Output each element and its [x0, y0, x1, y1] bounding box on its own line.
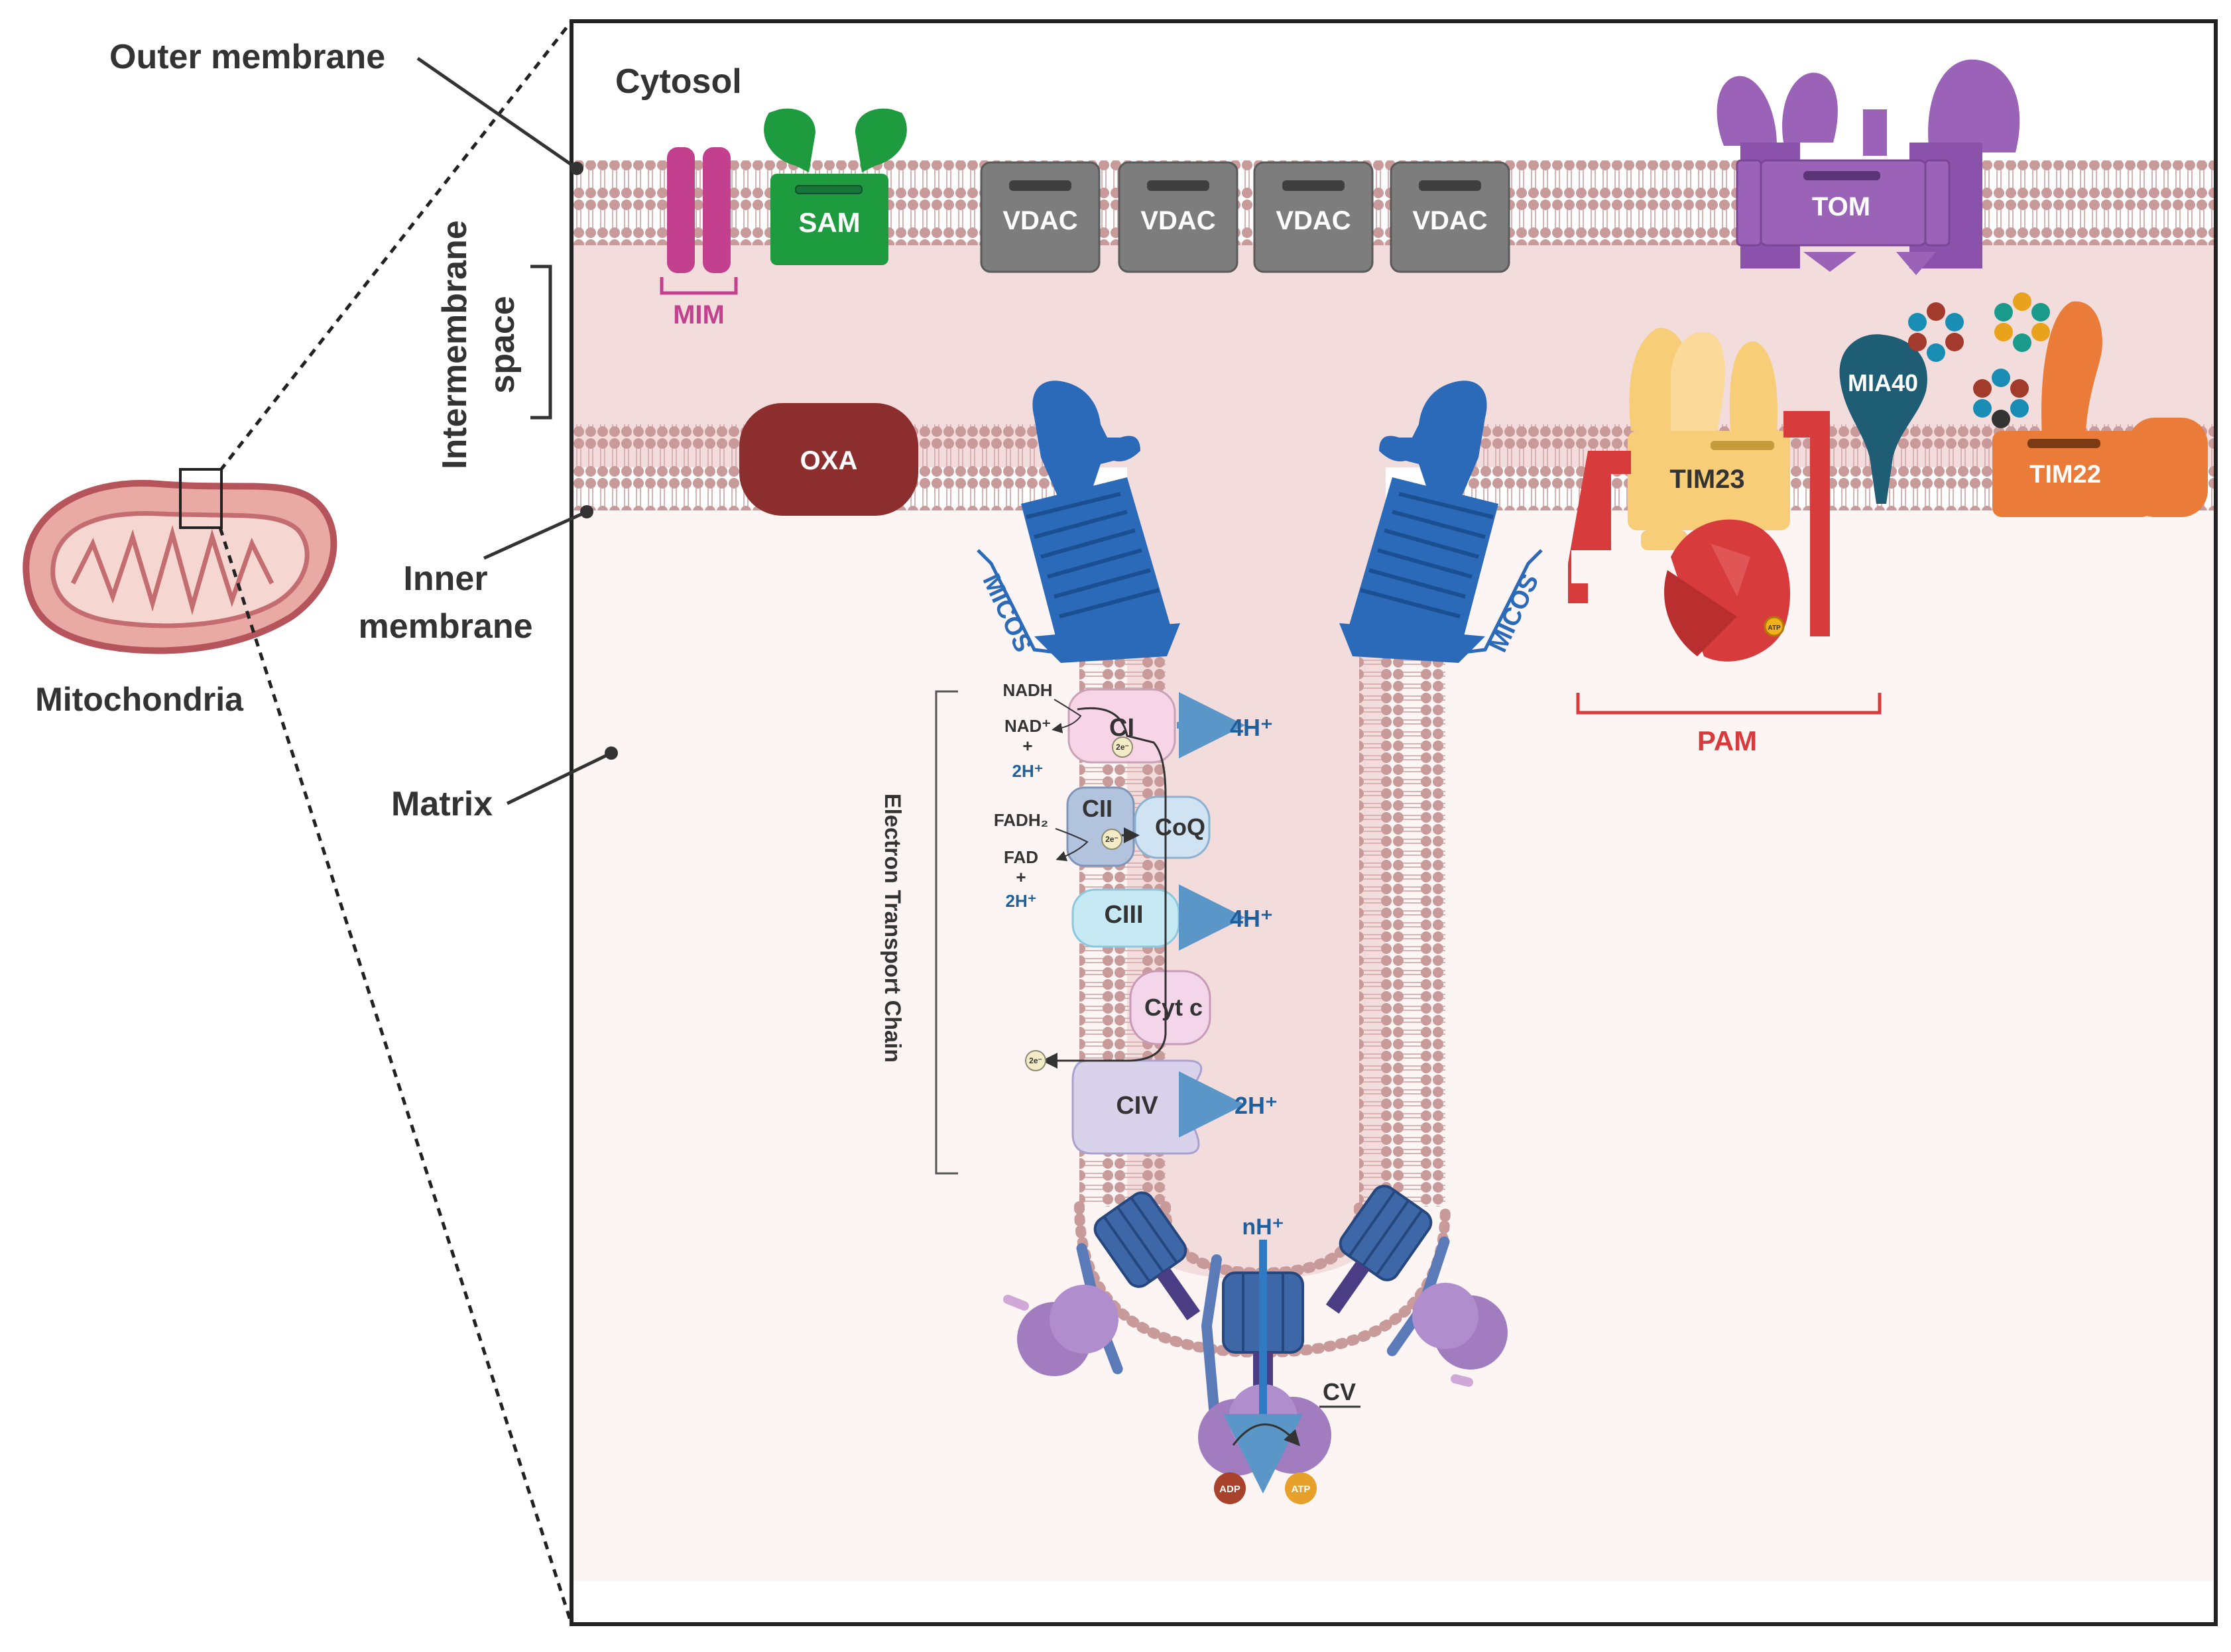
atp-synthase-center — [1198, 1240, 1331, 1494]
cytosol-label: Cytosol — [615, 62, 742, 101]
sam-protein — [764, 108, 907, 265]
fad-label: FAD — [1004, 847, 1038, 867]
etc-title: Electron Transport Chain — [880, 794, 905, 1063]
tom-protein — [1717, 59, 2020, 275]
fadh2-label: FADH₂ — [994, 810, 1048, 830]
nad-label: NAD⁺ — [1004, 716, 1051, 736]
mitochondria-label: Mitochondria — [35, 681, 244, 718]
electron-token-3: 2e⁻ — [1025, 1050, 1046, 1071]
atp-synthase-left — [1003, 1191, 1201, 1376]
mia40-label: MIA40 — [1848, 369, 1918, 396]
ci-proton-label: 4H⁺ — [1230, 714, 1273, 741]
atp-synthase-right — [1325, 1185, 1508, 1387]
etc-bracket — [935, 690, 958, 1175]
electron-token-1: 2e⁻ — [1112, 737, 1133, 758]
svg-text:ADP: ADP — [1219, 1484, 1240, 1495]
crista-wall-right — [1359, 636, 1445, 1207]
intermembrane-label-line1: Intermembrane — [436, 220, 474, 469]
tim23-label: TIM23 — [1669, 465, 1744, 494]
svg-text:ATP: ATP — [1292, 1484, 1311, 1495]
inner-membrane-label-line1: Inner — [403, 560, 487, 598]
tom-label: TOM — [1812, 192, 1870, 221]
atp-token: ATP — [1285, 1472, 1317, 1504]
pam-atp-icon: ATP — [1764, 616, 1785, 637]
cytochrome-c — [1129, 970, 1211, 1045]
small-tim-rings — [1908, 292, 2050, 428]
mim-protein — [660, 147, 738, 295]
vdac-label-4: VDAC — [1412, 206, 1487, 235]
sam-label: SAM — [798, 207, 860, 238]
tim22-protein — [1992, 301, 2208, 517]
electron-path — [1042, 707, 1167, 1069]
mia40-protein — [1839, 334, 1927, 504]
tim22-label: TIM22 — [2029, 461, 2101, 489]
svg-text:2e⁻: 2e⁻ — [1116, 742, 1129, 752]
fad-plus: + — [1016, 867, 1026, 887]
vdac-label-1: VDAC — [1002, 206, 1077, 235]
cv-proton-label: nH⁺ — [1242, 1214, 1284, 1240]
nad-2h-label: 2H⁺ — [1012, 761, 1044, 781]
pam-label: PAM — [1697, 725, 1757, 756]
micos-complex-left — [977, 381, 1180, 663]
cv-label: CV — [1323, 1378, 1356, 1405]
fad-2h-label: 2H⁺ — [1006, 891, 1037, 911]
svg-text:ATP: ATP — [1768, 624, 1781, 632]
oxa-protein — [739, 403, 918, 516]
civ-proton-label: 2H⁺ — [1235, 1092, 1278, 1119]
inner-membrane-label-line2: membrane — [359, 607, 533, 646]
vdac-channels — [980, 161, 1510, 273]
coq-label: CoQ — [1155, 813, 1205, 841]
complex-iv-label: CIV — [1116, 1092, 1158, 1120]
micos-complex-right — [1339, 381, 1543, 663]
cytc-label: Cyt c — [1144, 994, 1203, 1021]
mitochondrion-icon — [23, 468, 337, 654]
oxa-label: OXA — [800, 446, 858, 475]
svg-text:2e⁻: 2e⁻ — [1105, 835, 1118, 844]
vdac-label-2: VDAC — [1140, 206, 1215, 235]
mim-label: MIM — [673, 300, 725, 329]
vdac-label-3: VDAC — [1276, 206, 1351, 235]
svg-text:2e⁻: 2e⁻ — [1029, 1056, 1042, 1065]
matrix-label: Matrix — [391, 785, 493, 823]
complex-ii-label: CII — [1082, 795, 1113, 822]
electron-token-2: 2e⁻ — [1101, 829, 1122, 850]
nad-plus: + — [1022, 736, 1032, 756]
adp-token: ADP — [1214, 1472, 1246, 1504]
tim23-protein — [1628, 327, 1790, 550]
complex-iii-label: CIII — [1104, 901, 1143, 929]
nadh-label: NADH — [1002, 680, 1052, 700]
intermembrane-label-line2: space — [483, 296, 522, 393]
pam-complex — [1568, 411, 1882, 715]
ciii-proton-label: 4H⁺ — [1230, 905, 1273, 932]
outer-membrane-label: Outer membrane — [109, 38, 385, 76]
